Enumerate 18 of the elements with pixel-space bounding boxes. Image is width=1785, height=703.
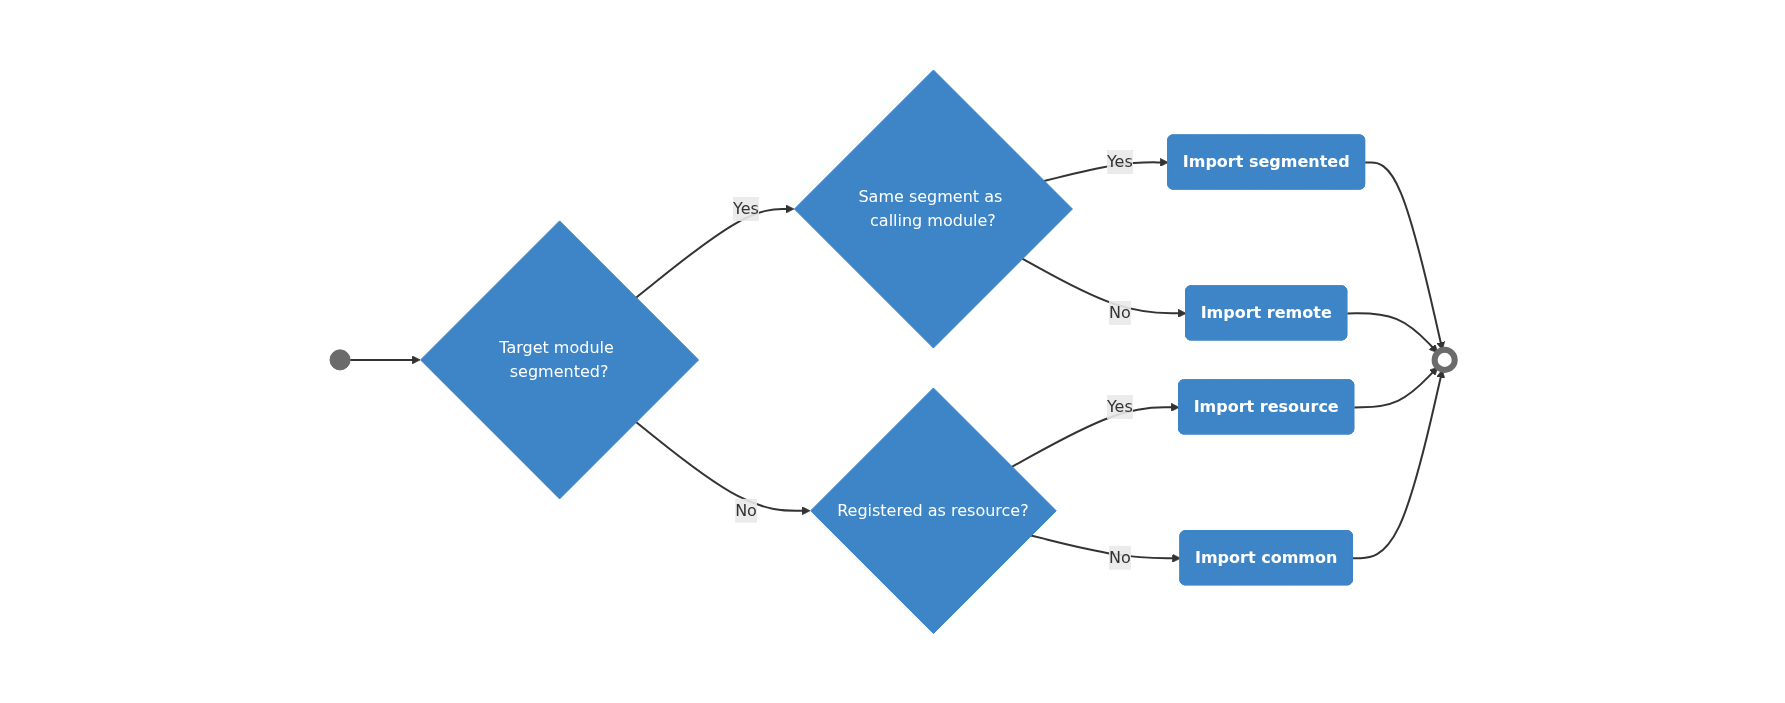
arrow xyxy=(635,420,811,515)
edge-label: Yes xyxy=(1107,151,1133,171)
edge-label: No xyxy=(1109,302,1131,322)
arrow xyxy=(1030,534,1182,563)
arrow xyxy=(1353,366,1439,409)
edge-label: No xyxy=(735,500,758,520)
node-diamond: Target module segmented? xyxy=(420,220,700,500)
node-diamond: Registered as resource? xyxy=(810,387,1057,634)
node-diamond: Same segment as calling module? xyxy=(794,69,1074,349)
edge-label: Yes xyxy=(733,198,760,218)
node-circle xyxy=(329,349,351,371)
arrow xyxy=(349,355,421,364)
arrow xyxy=(1346,312,1439,353)
node-circle xyxy=(1431,346,1458,373)
arrow xyxy=(635,204,795,299)
arrow xyxy=(1021,257,1187,318)
edge-label: Yes xyxy=(1107,396,1133,416)
edge-label: No xyxy=(1109,547,1131,567)
